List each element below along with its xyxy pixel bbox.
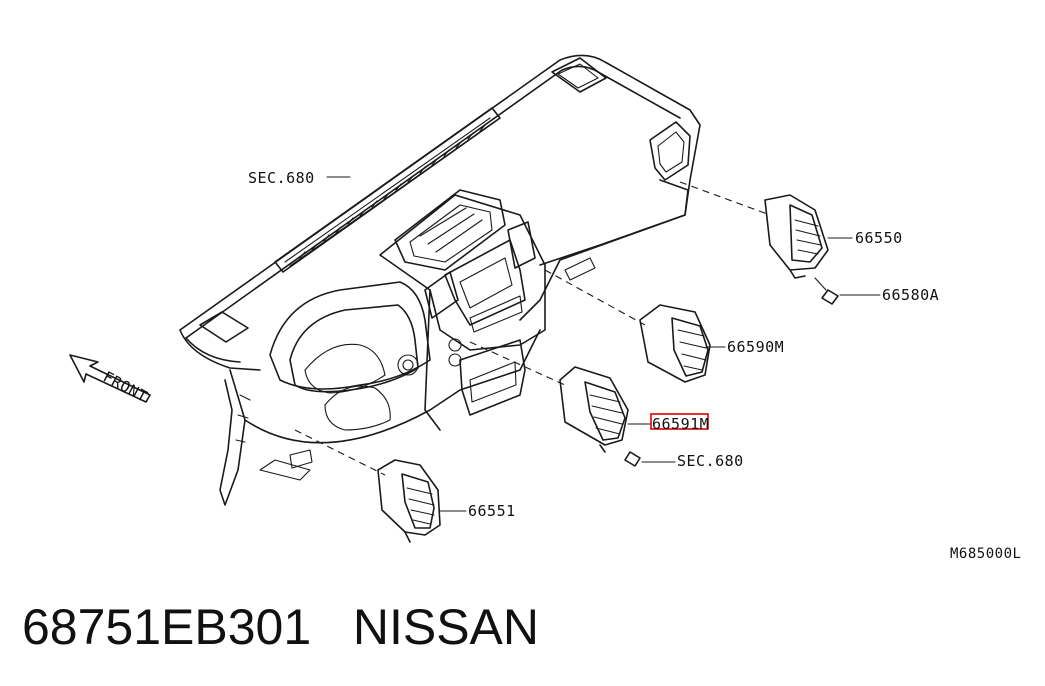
front-direction-arrow — [69, 354, 151, 403]
vent-66551-drawing — [377, 459, 441, 543]
dashed-leaders — [294, 181, 771, 476]
label-66550: 66550 — [855, 229, 903, 247]
instrument-panel-drawing — [179, 54, 701, 506]
label-66580a: 66580A — [882, 286, 939, 304]
label-sec-680-bottom: SEC.680 — [677, 452, 744, 470]
figure-code: M685000L — [950, 546, 1021, 562]
brand-name: NISSAN — [352, 599, 540, 655]
label-sec-680-top: SEC.680 — [248, 169, 315, 187]
label-leader-lines — [326, 176, 881, 512]
part-caption: 68751EB301 NISSAN — [22, 598, 539, 656]
label-front: FRONT — [100, 368, 151, 406]
part-number: 68751EB301 — [22, 599, 312, 655]
label-66590m: 66590M — [727, 338, 784, 356]
vent-66591m-drawing — [559, 366, 641, 467]
label-66551: 66551 — [468, 502, 516, 520]
vent-66590m-drawing — [639, 304, 711, 383]
vent-66550-drawing — [764, 194, 839, 305]
label-66591m: 66591M — [652, 415, 709, 433]
highlight-box-66591m — [650, 413, 709, 430]
